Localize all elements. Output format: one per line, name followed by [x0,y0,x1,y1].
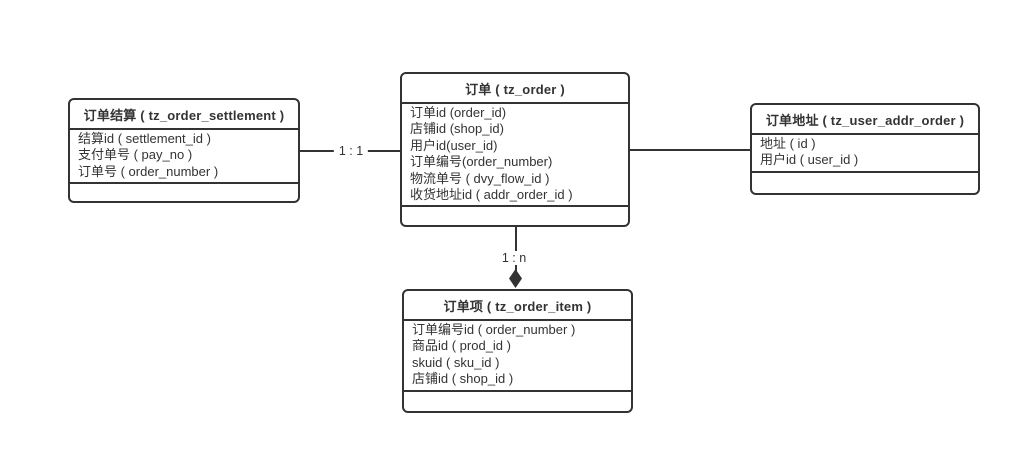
connector-order-item[interactable] [515,227,517,272]
entity-field-list: 结算id ( settlement_id ) 支付单号 ( pay_no ) 订… [70,130,298,185]
field-row: 支付单号 ( pay_no ) [78,147,193,163]
field-row: skuid ( sku_id ) [412,354,500,370]
entity-footer-empty [404,392,631,415]
field-row: 店铺id (shop_id) [410,121,504,137]
field-row: 结算id ( settlement_id ) [78,131,211,146]
entity-box-item[interactable]: 订单项 ( tz_order_item ) 订单编号id ( order_num… [402,289,633,413]
entity-title: 订单 ( tz_order ) [402,74,628,104]
relation-label-one-to-n: 1 : n [496,251,532,265]
field-row: 物流单号 ( dvy_flow_id ) [410,170,550,186]
entity-footer-empty [402,207,628,230]
entity-field-list: 订单id (order_id) 店铺id (shop_id) 用户id(user… [402,104,628,208]
entity-footer-empty [70,184,298,207]
field-row: 商品id ( prod_id ) [412,338,511,354]
field-row: 收货地址id ( addr_order_id ) [410,187,573,203]
field-row: 地址 ( id ) [760,136,816,151]
connector-order-address[interactable] [630,149,750,151]
field-row: 订单编号(order_number) [410,154,553,170]
field-row: 订单号 ( order_number ) [78,163,219,179]
entity-box-settlement[interactable]: 订单结算 ( tz_order_settlement ) 结算id ( sett… [68,98,300,203]
field-row: 订单编号id ( order_number ) [412,322,576,337]
entity-box-address[interactable]: 订单地址 ( tz_user_addr_order ) 地址 ( id ) 用户… [750,103,980,195]
entity-title: 订单结算 ( tz_order_settlement ) [70,100,298,130]
entity-footer-empty [752,173,978,196]
diamond-arrow-icon [509,269,522,288]
entity-box-order[interactable]: 订单 ( tz_order ) 订单id (order_id) 店铺id (sh… [400,72,630,227]
entity-title: 订单项 ( tz_order_item ) [404,291,631,321]
relation-label-one-to-one: 1 : 1 [333,144,369,158]
field-row: 店铺id ( shop_id ) [412,371,514,387]
entity-title: 订单地址 ( tz_user_addr_order ) [752,105,978,135]
entity-field-list: 地址 ( id ) 用户id ( user_id ) [752,135,978,173]
field-row: 用户id ( user_id ) [760,152,859,168]
field-row: 用户id(user_id) [410,137,498,153]
entity-field-list: 订单编号id ( order_number ) 商品id ( prod_id )… [404,321,631,392]
field-row: 订单id (order_id) [410,105,507,120]
